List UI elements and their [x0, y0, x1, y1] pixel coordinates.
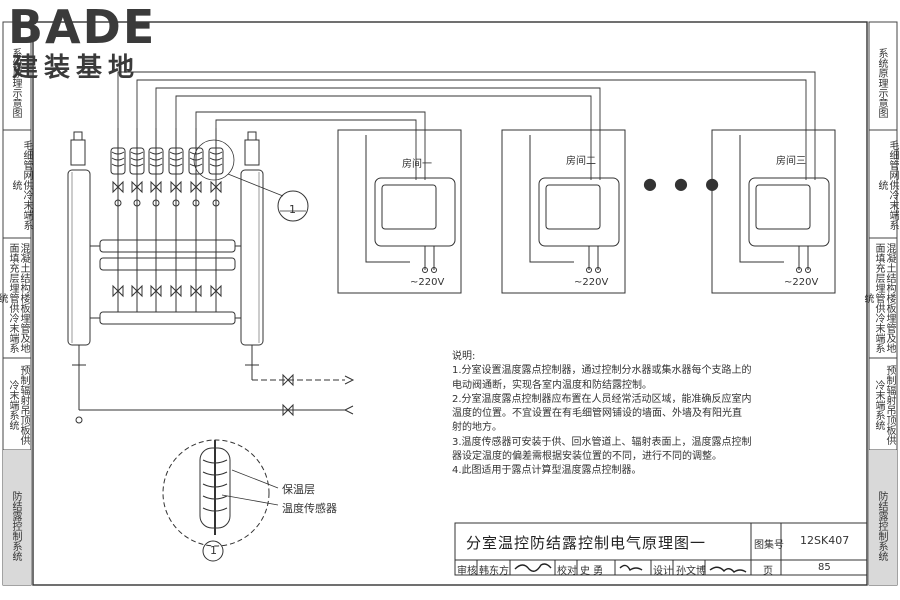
right-tank	[240, 169, 264, 346]
detail-ref-bottom: 1	[210, 544, 217, 557]
insulation-label: 保温层	[282, 483, 315, 496]
note-line: 器设定温度的偏差需根据安装位置的不同，进行不同的调整。	[452, 451, 722, 463]
notes-block: 说明: 1.分室设置温度露点控制器，通过控制分水器或集水器每个支路上的 电动阀通…	[452, 350, 792, 479]
room-2-box	[501, 129, 626, 294]
notes-heading: 说明:	[452, 351, 476, 362]
manifold-assembly	[67, 128, 309, 366]
branch-3	[148, 128, 164, 312]
side-tab-left-3[interactable]: 混凝土结构楼板埋管及地面填充层埋管供冷末端系统	[0, 243, 29, 353]
side-tab-right-1[interactable]: 系统原理示意图	[876, 47, 887, 118]
left-tab-active-bg	[3, 450, 31, 585]
side-tab-right-5[interactable]: 防结露控制系统	[876, 491, 887, 561]
left-tank-top	[70, 139, 86, 166]
note-line: 电动阀通断，实现各室内温度和防结露控制。	[452, 379, 652, 391]
room-3-voltage: ~220V	[784, 277, 819, 288]
note-line: 4.此图适用于露点计算型温度露点控制器。	[452, 465, 642, 477]
side-tab-left-5[interactable]: 防结露控制系统	[10, 491, 21, 561]
checker-name: 史 勇	[580, 566, 604, 577]
side-tab-left-4[interactable]: 预制辐射吊顶板供冷末端系统	[7, 365, 29, 445]
design-label: 设计	[653, 566, 673, 577]
branch-4	[168, 128, 184, 312]
logo-cjk-text: 建装基地	[12, 53, 141, 83]
supply-manifold	[99, 239, 236, 253]
reviewer-name: 韩东方	[479, 566, 509, 577]
room-boxes	[337, 129, 836, 294]
logo-latin-text: BADE	[8, 0, 157, 54]
note-line: 射的地方。	[452, 422, 502, 434]
bade-logo: BADE 建装基地	[8, 2, 178, 86]
detail-ref-top: 1	[289, 203, 296, 216]
branch-2	[129, 128, 145, 312]
atlas-label: 图集号	[754, 540, 784, 551]
side-tab-right-4[interactable]: 预制辐射吊顶板供冷末端系统	[873, 365, 895, 445]
room-1-controller	[374, 177, 456, 247]
room-3-controller	[748, 177, 830, 247]
right-tank-top	[244, 139, 260, 166]
branch-1	[110, 128, 126, 312]
note-line: 温度的位置。不宜设置在有毛细管网铺设的墙面、外墙及有阳光直	[452, 408, 742, 420]
atlas-number: 12SK407	[800, 534, 850, 547]
title-block	[454, 522, 868, 576]
detail-ref-circle	[202, 540, 224, 562]
branch-5	[188, 128, 204, 312]
side-tab-right-2[interactable]: 毛细管网供冷末端系统	[876, 140, 898, 230]
page-number: 85	[818, 562, 831, 573]
pipelines	[75, 365, 355, 424]
branch-6	[208, 128, 224, 312]
side-tab-right-3[interactable]: 混凝土结构楼板埋管及地面填充层埋管供冷末端系统	[862, 243, 895, 353]
more-rooms-ellipsis: ● ● ●	[643, 174, 726, 193]
drawing-frame	[32, 21, 868, 586]
side-tab-left-2[interactable]: 毛细管网供冷末端系统	[10, 140, 32, 230]
note-line: 1.分室设置温度露点控制器，通过控制分水器或集水器每个支路上的	[452, 365, 752, 377]
room-1-label: 房间一	[402, 159, 432, 170]
check-label: 校对	[557, 566, 577, 577]
room-2-voltage: ~220V	[574, 277, 609, 288]
room-1-voltage: ~220V	[410, 277, 445, 288]
note-line: 2.分室温度露点控制器应布置在人员经常活动区域，能准确反应室内	[452, 393, 752, 405]
left-tank	[67, 169, 91, 346]
return-manifold	[99, 311, 236, 325]
room-3-box	[711, 129, 836, 294]
room-1-box	[337, 129, 462, 294]
sensor-detail	[162, 439, 279, 562]
page-label: 页	[763, 566, 773, 577]
sensor-label: 温度传感器	[282, 502, 337, 515]
room-2-label: 房间二	[566, 156, 596, 167]
room-2-controller	[538, 177, 620, 247]
review-label: 审核	[457, 566, 477, 577]
detail-callout-circle	[193, 139, 235, 181]
detail-ref-circle-top	[277, 190, 309, 222]
drawing-title: 分室温控防结露控制电气原理图一	[466, 534, 707, 552]
right-tab-active-bg	[869, 450, 897, 585]
side-tab-left-1[interactable]: 系统原理示意图	[10, 47, 21, 118]
note-line: 3.温度传感器可安装于供、回水管道上、辐射表面上，温度露点控制	[452, 436, 752, 448]
designer-name: 孙文博	[676, 566, 706, 577]
room-3-label: 房间三	[776, 156, 806, 167]
